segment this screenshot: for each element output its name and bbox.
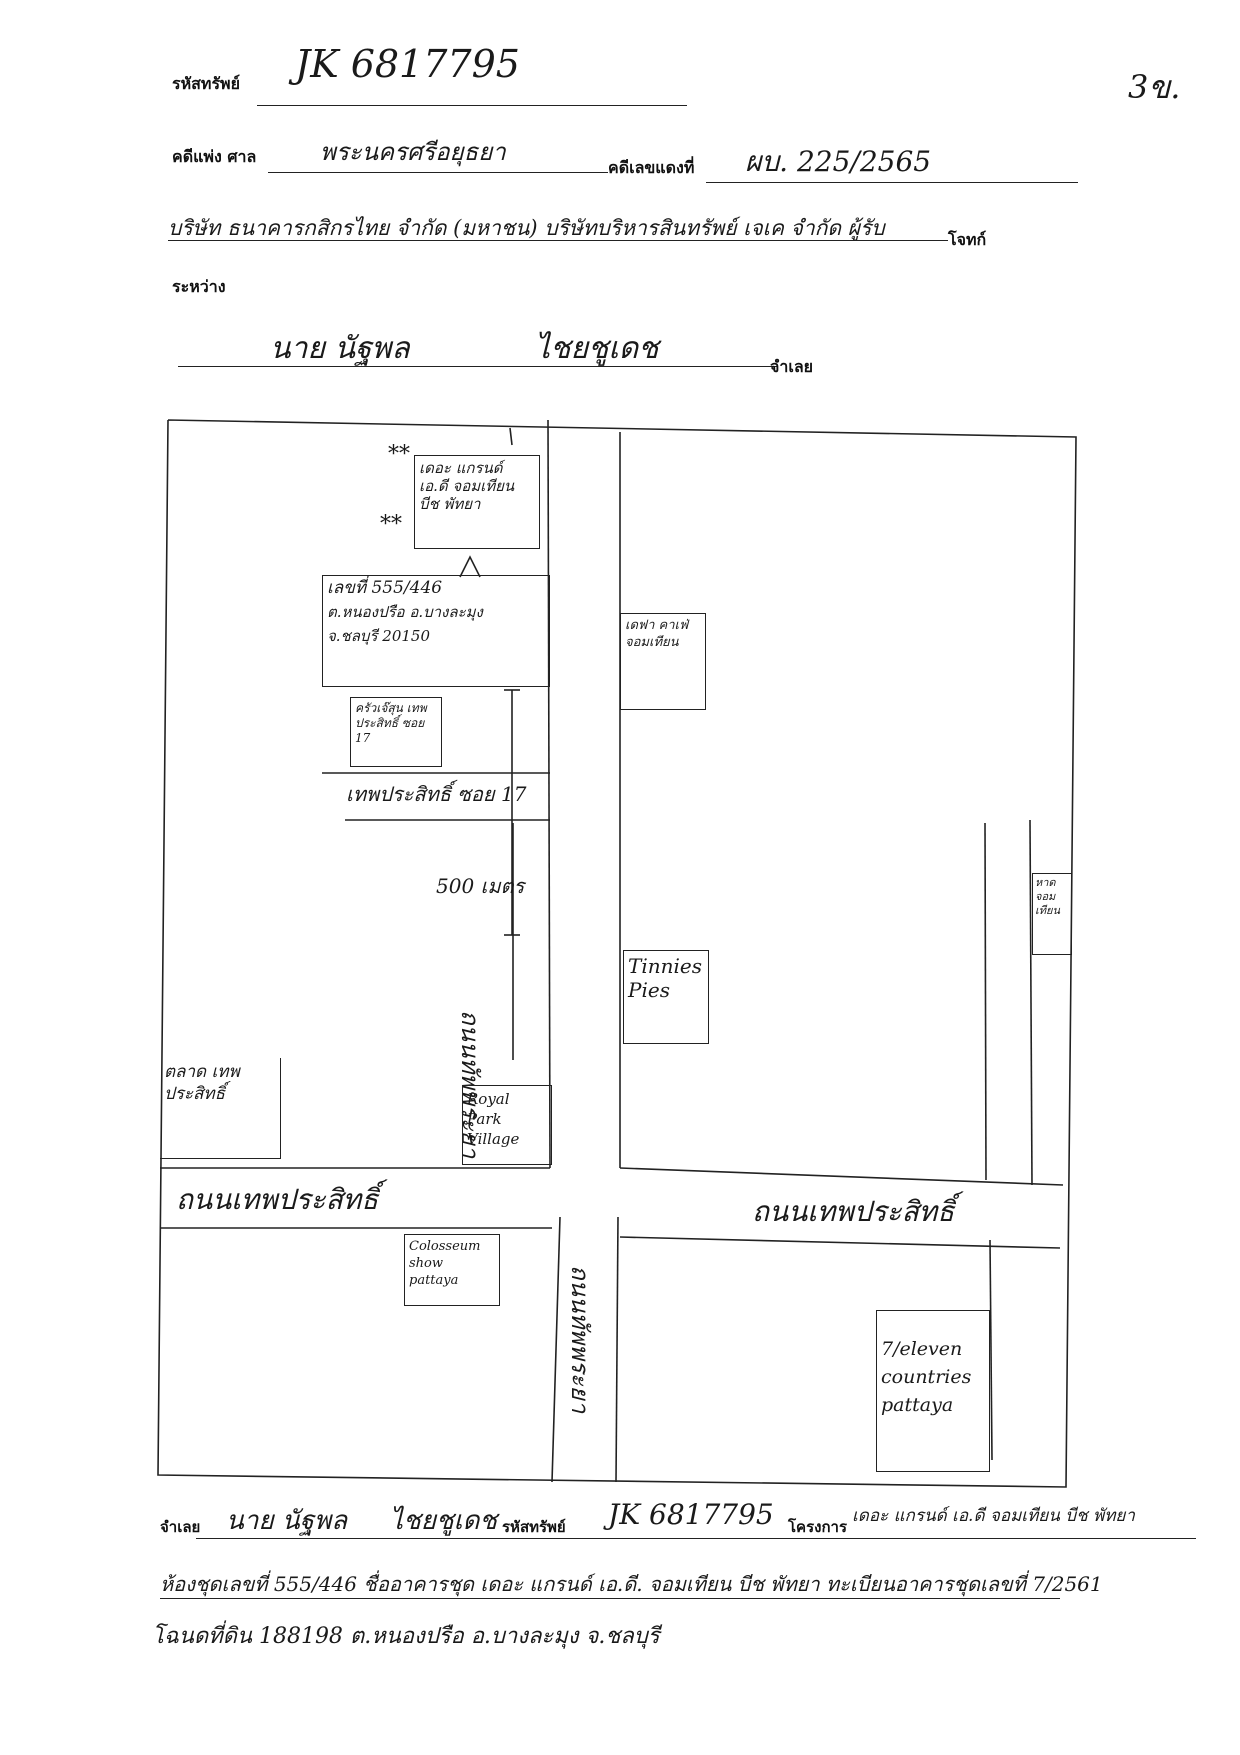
colosseum-label: Colosseum show pattaya (409, 1239, 481, 1288)
between-label: ระหว่าง (172, 277, 226, 296)
soi-17-label: เทพประสิทธิ์ ซอย 17 (346, 782, 527, 806)
footer-project-label: โครงการ (788, 1518, 848, 1536)
footer-unit-line: ห้องชุดเลขที่ 555/446 ชื่ออาคารชุด เดอะ … (160, 1572, 1103, 1596)
footer-deed-line: โฉนดที่ดิน 188198 ต.หนองปรือ อ.บางละมุง … (152, 1624, 660, 1649)
red-case-number: ผบ. 225/2565 (745, 145, 932, 178)
plaintiff-name: บริษัท ธนาคารกสิกรไทย จำกัด (มหาชน) บริษ… (168, 216, 885, 240)
distance-label: 500 เมตร (436, 874, 525, 898)
property-title: เดอะ แกรนด์ เอ.ดี จอมเทียน บีช พัทยา (419, 459, 515, 513)
property-building: เดอะ แกรนด์ เอ.ดี จอมเทียน บีช พัทยา (414, 455, 540, 549)
seven-eleven: 7/eleven countries pattaya (876, 1310, 990, 1472)
landmark-cafe: เดฟา คาเฟ่ จอมเทียน (620, 613, 706, 710)
property-stars-top: ** (388, 442, 410, 467)
address-line-3: จ.ชลบุรี 20150 (327, 627, 430, 645)
court-name: พระนครศรีอยุธยา (320, 138, 506, 166)
footer-defendant-last: ไชยชูเดช (390, 1506, 498, 1536)
seven-eleven-label: 7/eleven countries pattaya (881, 1338, 972, 1416)
royal-park-village: Royal Park Village (462, 1085, 552, 1165)
footer-defendant-label: จำเลย (160, 1518, 201, 1536)
street-vertical-bottom: ถนนทัพพระยา (566, 1265, 594, 1414)
address-line-2: ต.หนองปรือ อ.บางละมุง (327, 603, 483, 621)
market-thepprasit: ตลาด เทพประสิทธิ์ (160, 1058, 281, 1159)
landmark-beach: หาด จอมเทียน (1032, 873, 1072, 955)
landmark-cafe-label: เดฟา คาเฟ่ จอมเทียน (625, 618, 689, 650)
defendant-last-name: ไชยชูเดช (535, 331, 659, 366)
address-box: เลขที่ 555/446 ต.หนองปรือ อ.บางละมุง จ.ช… (322, 575, 550, 687)
landmark-beach-label: หาด จอมเทียน (1035, 876, 1060, 917)
market-label: ตลาด เทพประสิทธิ์ (164, 1062, 240, 1104)
shop-khrua-label: ครัวเจ๊สุน เทพประสิทธิ์ ซอย 17 (355, 701, 427, 745)
shop-khrua-jae-sun: ครัวเจ๊สุน เทพประสิทธิ์ ซอย 17 (350, 697, 442, 767)
footer-asset-code-label: รหัสทรัพย์ (502, 1518, 566, 1536)
corner-mark: 3ข. (1128, 68, 1181, 106)
red-case-label: คดีเลขแดงที่ (608, 158, 695, 177)
footer-asset-code: JK 6817795 (608, 1498, 774, 1531)
street-horizontal-right: ถนนเทพประสิทธิ์ (752, 1195, 955, 1228)
footer-defendant-first: นาย นัฐพล (226, 1506, 348, 1536)
defendant-first-name: นาย นัฐพล (270, 331, 410, 366)
footer-project-name: เดอะ แกรนด์ เอ.ดี จอมเทียน บีช พัทยา (852, 1506, 1135, 1526)
asset-code-value: JK 6817795 (295, 42, 520, 86)
address-line-1: เลขที่ 555/446 (327, 578, 443, 598)
colosseum-show: Colosseum show pattaya (404, 1234, 500, 1306)
royal-park-label: Royal Park Village (467, 1090, 520, 1148)
street-horizontal-left: ถนนเทพประสิทธิ์ (176, 1183, 379, 1216)
asset-code-label: รหัสทรัพย์ (172, 74, 240, 93)
tinnies-label: Tinnies Pies (628, 954, 702, 1002)
plaintiff-label: โจทก์ (948, 230, 987, 249)
property-stars-bottom: ** (380, 512, 402, 537)
tinnies-pies: Tinnies Pies (623, 950, 709, 1044)
defendant-label: จำเลย (770, 357, 814, 376)
case-label: คดีแพ่ง ศาล (172, 147, 257, 166)
